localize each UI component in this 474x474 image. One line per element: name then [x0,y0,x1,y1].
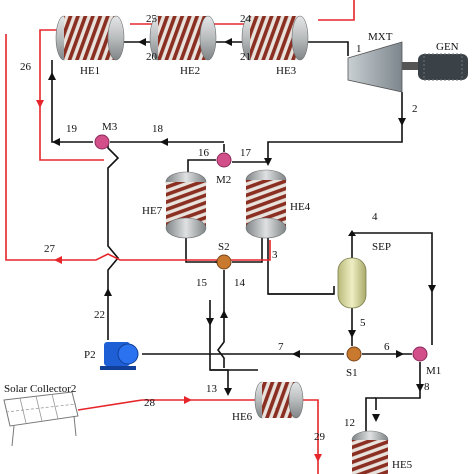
stream-24: 24 [240,13,252,25]
stream-19: 19 [66,123,78,135]
stream-14: 14 [234,277,246,289]
splitter-s1 [346,346,362,362]
stream-1: 1 [356,43,362,55]
stream-20: 20 [146,51,158,63]
stream-22: 22 [94,309,105,321]
mixer-m2 [216,152,232,168]
stream-2: 2 [412,103,418,115]
stream-labels: 1 2 3 4 5 6 7 8 12 13 14 15 16 17 18 19 … [20,13,430,443]
label-he4: HE4 [290,201,311,213]
stream-12: 12 [344,417,355,429]
he6-exchanger [254,381,304,419]
stream-16: 16 [198,147,210,159]
label-s1: S1 [346,367,358,379]
turbine-mxt [347,41,418,93]
stream-3: 3 [272,249,278,261]
stream-7: 7 [278,341,284,353]
he7-exchanger [165,171,207,239]
stream-4: 4 [372,211,378,223]
label-sep: SEP [372,241,391,253]
stream-13: 13 [206,383,218,395]
label-m3: M3 [102,121,118,133]
label-s2: S2 [218,241,230,253]
he5-exchanger [351,430,389,474]
stream-26: 26 [20,61,32,73]
stream-29: 29 [314,431,326,443]
stream-8: 8 [424,381,430,393]
stream-5: 5 [360,317,366,329]
stream-27: 27 [44,243,56,255]
label-m1: M1 [426,365,441,377]
he4-exchanger [245,169,287,239]
stream-18: 18 [152,123,164,135]
stream-28: 28 [144,397,156,409]
stream-25: 25 [146,13,158,25]
label-mxt: MXT [368,31,393,43]
mixer-m1 [412,346,428,362]
he3-exchanger [241,15,309,61]
label-p2: P2 [84,349,96,361]
he2-exchanger [149,15,217,61]
generator-gen [418,53,468,81]
stream-15: 15 [196,277,208,289]
stream-21: 21 [240,51,251,63]
stream-17: 17 [240,147,252,159]
splitter-s2 [216,254,232,270]
label-he7: HE7 [142,205,163,217]
label-gen: GEN [436,41,459,53]
label-he6: HE6 [232,411,253,423]
label-he1: HE1 [80,65,100,77]
pump-p2 [100,342,139,370]
label-he3: HE3 [276,65,297,77]
he1-exchanger [55,15,125,61]
process-lines [51,41,433,436]
solar-collector [3,391,143,447]
label-m2: M2 [216,174,231,186]
label-solar: Solar Collector2 [4,383,76,395]
label-he2: HE2 [180,65,200,77]
stream-6: 6 [384,341,390,353]
mixer-m3 [94,134,110,150]
equipment-labels: HE1 HE2 HE3 MXT GEN M3 M2 HE7 HE4 S2 SEP… [4,31,459,471]
separator-sep [337,257,367,309]
label-he5: HE5 [392,459,413,471]
